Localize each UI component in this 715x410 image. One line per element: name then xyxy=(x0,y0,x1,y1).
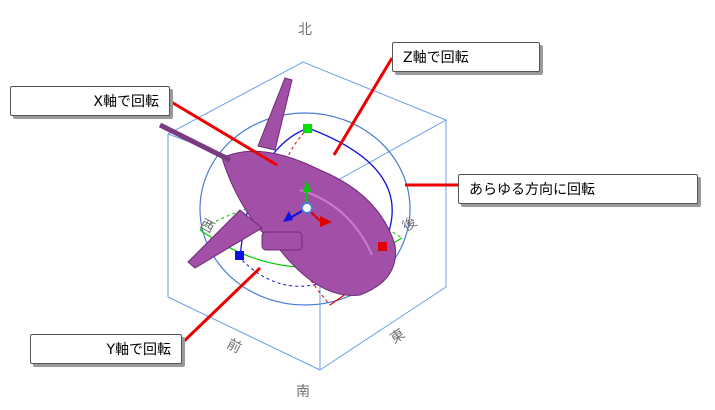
callout-leaders xyxy=(167,57,460,347)
compass-north-label: 北 xyxy=(298,22,312,38)
compass-south-label: 南 xyxy=(296,384,310,400)
rotation-gizmo-icon[interactable] xyxy=(235,124,387,260)
compass-east-label: 東 xyxy=(387,326,408,347)
callout-y-axis: Y軸で回転 xyxy=(30,334,182,364)
compass-front-label: 前 xyxy=(224,335,244,357)
compass-west-label: 西 xyxy=(197,216,217,237)
airship-model-icon xyxy=(158,77,397,296)
y-rotation-handle[interactable] xyxy=(235,251,244,260)
callout-z-axis: Z軸で回転 xyxy=(392,42,540,72)
callout-x-axis: X軸で回転 xyxy=(10,86,170,116)
compass-rear-label: 後 xyxy=(399,214,420,235)
gizmo-center-handle[interactable] xyxy=(301,202,313,214)
callout-free-rotation: あらゆる方向に回転 xyxy=(458,174,698,204)
x-rotation-handle[interactable] xyxy=(378,242,387,251)
z-rotation-handle[interactable] xyxy=(303,124,312,133)
